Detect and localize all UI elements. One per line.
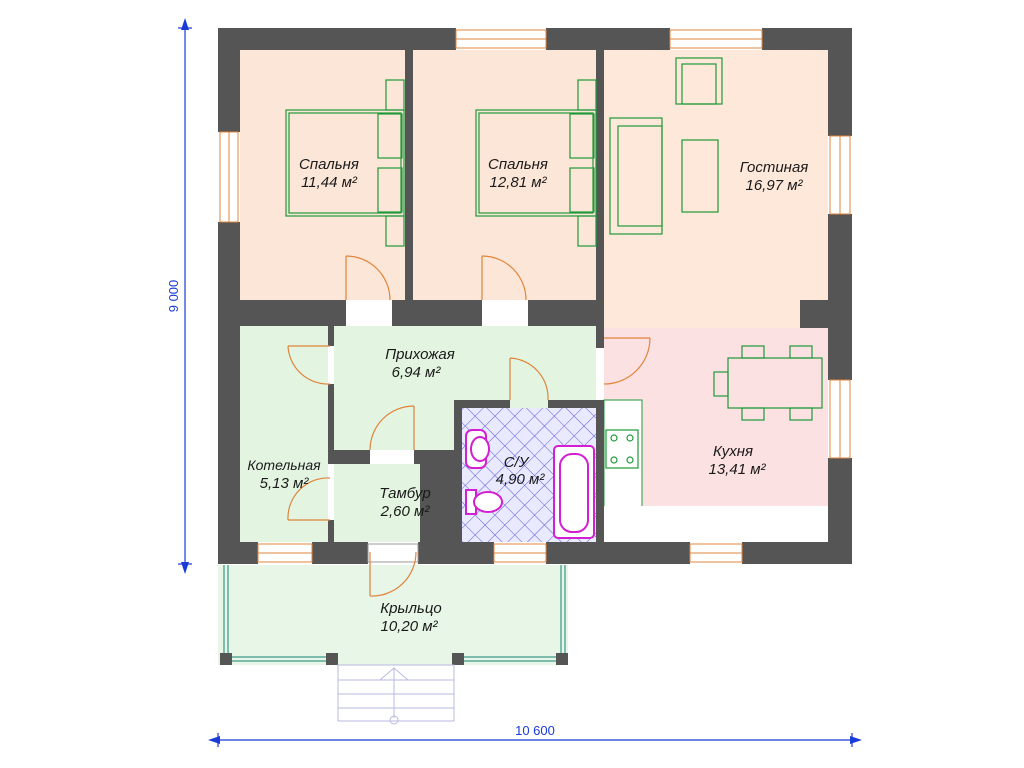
wall-hall-right [596, 336, 604, 348]
door-entrance [369, 551, 417, 597]
bedroom1-name: Спальня [299, 156, 359, 173]
entrance-door-gap [367, 543, 419, 563]
wall-living-stub [800, 300, 830, 328]
wall-bath-top-1 [454, 400, 510, 408]
toilet-icon [465, 489, 503, 515]
porch-name: Крыльцо [380, 600, 442, 617]
vestibule-floor [334, 464, 420, 542]
hall-name: Прихожая [385, 346, 455, 363]
kitchen-counter-bottom [604, 506, 828, 542]
door-vestibule [369, 405, 415, 451]
wall-top-left [218, 28, 456, 50]
wall-bath-right [596, 400, 604, 542]
porch-post-1 [220, 653, 232, 665]
boiler-name: Котельная [247, 457, 321, 473]
hall-floor-ext [334, 326, 454, 450]
bathtub-icon [553, 445, 595, 539]
bath-area: 4,90 м² [496, 471, 546, 488]
wall-bed-bottom-1 [240, 300, 346, 326]
wall-bed-bottom-2 [392, 300, 482, 326]
wall-bottom-1 [218, 542, 258, 564]
bedroom2-floor [412, 50, 597, 300]
porch-railing [223, 565, 566, 662]
wall-right-top [828, 28, 852, 136]
wall-right-mid [828, 214, 852, 380]
porch-floor [218, 565, 568, 665]
wall-hall-bottom-1 [334, 450, 370, 464]
door-boiler-bottom [287, 477, 331, 521]
bedroom2-name: Спальня [488, 156, 548, 173]
sofa-living [609, 117, 663, 235]
wall-hall-bottom-2 [414, 450, 462, 464]
stove-icon [605, 429, 639, 469]
sink-icon [465, 429, 490, 469]
porch-area: 10,20 м² [381, 618, 439, 635]
porch-post-3 [452, 653, 464, 665]
bedroom2-area: 12,81 м² [490, 174, 548, 191]
wall-boiler-right-bot [328, 520, 334, 542]
dimension-height-label: 9 000 [166, 280, 181, 313]
wall-bottom-3 [418, 542, 494, 564]
wall-bottom-2 [312, 542, 368, 564]
porch-post-2 [326, 653, 338, 665]
wall-bed-bottom-3 [528, 300, 604, 326]
door-bath [509, 357, 549, 401]
dimension-horizontal [208, 733, 862, 747]
kitchen-area: 13,41 м² [709, 461, 767, 478]
armchair-living [675, 57, 723, 105]
boiler-floor [240, 326, 328, 542]
wall-bed-divider [405, 50, 413, 300]
door-bedroom1 [345, 255, 391, 301]
dimension-width-label: 10 600 [515, 723, 555, 738]
hall-area: 6,94 м² [392, 364, 442, 381]
living-area: 16,97 м² [746, 177, 804, 194]
dimension-vertical [178, 18, 192, 574]
bedroom1-area: 11,44 м² [301, 174, 358, 191]
bath-name: С/У [504, 454, 530, 471]
wall-bottom-5 [742, 542, 852, 564]
door-living [603, 337, 651, 385]
wall-bed2-living [596, 50, 604, 336]
bed-bedroom2 [475, 79, 597, 247]
kitchen-name: Кухня [713, 443, 753, 460]
wall-boiler-right-mid [328, 384, 334, 464]
porch-post-4 [556, 653, 568, 665]
living-name: Гостиная [740, 159, 809, 176]
wall-boiler-right-top [328, 326, 334, 346]
wall-bath-left [454, 400, 462, 542]
door-bedroom2 [481, 255, 527, 301]
bed-bedroom1 [285, 79, 405, 247]
coffee-table [681, 139, 719, 213]
wall-left-bottom [218, 222, 240, 564]
boiler-area: 5,13 м² [260, 475, 310, 492]
wall-left-top [218, 28, 240, 132]
vestibule-area: 2,60 м² [380, 503, 431, 520]
wall-bath-top-2 [548, 400, 604, 408]
wall-bottom-4 [546, 542, 690, 564]
door-boiler-top [287, 345, 331, 385]
wall-top-mid [546, 28, 670, 50]
dining-table [713, 345, 823, 421]
kitchen-counter [603, 399, 643, 511]
vestibule-name: Тамбур [379, 485, 430, 502]
porch-stairs [337, 664, 455, 725]
